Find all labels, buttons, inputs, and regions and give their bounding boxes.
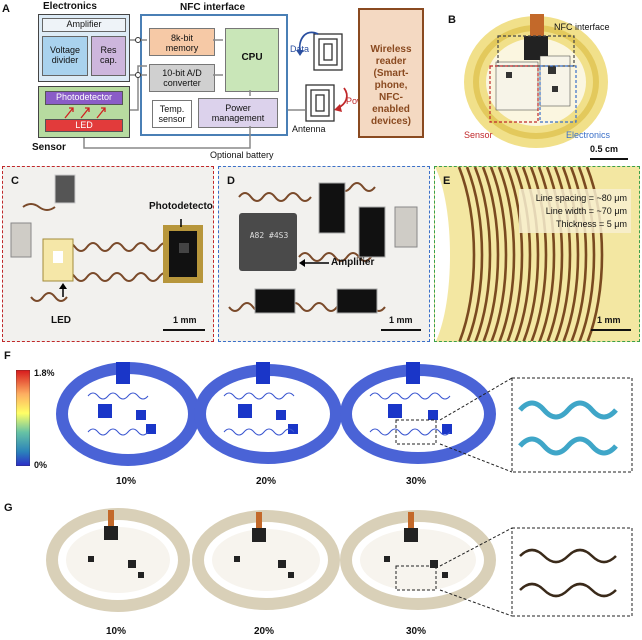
memory-block: 8k-bit memory — [149, 28, 215, 56]
panel-a-connectors — [83, 31, 348, 149]
data-label: Data — [290, 44, 310, 54]
sensor-label: Sensor — [32, 142, 66, 153]
amplifier-micrograph — [228, 182, 418, 314]
amplifier-block: Amplifier — [42, 18, 126, 32]
temp-sensor-block: Temp. sensor — [152, 100, 192, 128]
antenna-label: Antenna — [292, 124, 326, 134]
scale-bar-label: 1 mm — [597, 315, 621, 325]
panel-f-letter: F — [4, 350, 11, 362]
fem-strain-30: 30% — [406, 476, 427, 487]
fem-strain-10: 10% — [116, 476, 137, 487]
panel-g: G — [0, 498, 642, 640]
sensor-block: Photodetector LED — [38, 86, 130, 138]
strain-colorbar — [16, 370, 30, 466]
fem-20 — [194, 362, 342, 464]
fem-strain-20: 20% — [256, 476, 277, 487]
scale-bar-label: 1 mm — [389, 315, 413, 325]
photo-strain-30: 30% — [406, 626, 427, 637]
scale-bar — [163, 329, 205, 331]
panel-d: D A82 #4S3 Amplifier 1 mm — [218, 166, 430, 342]
electronics-block: Electronics Amplifier Voltage divider Re… — [38, 1, 130, 82]
panel-b: B NFC interface Sensor Electronics 0.5 c… — [440, 0, 642, 160]
panel-c: C Photodetector LED 1 mm — [2, 166, 214, 342]
device-photo — [464, 14, 608, 148]
sensor-micrograph — [10, 174, 203, 302]
power-management-block: Power management — [198, 98, 278, 128]
sensor-callout: Sensor — [464, 130, 493, 140]
fem-30 — [340, 362, 496, 464]
panel-e-letter: E — [443, 175, 451, 187]
thickness-text: Thickness = 5 μm — [556, 219, 627, 229]
electronics-title: Electronics — [43, 1, 97, 12]
voltage-divider-block: Voltage divider — [42, 36, 88, 76]
panel-g-letter: G — [4, 502, 13, 514]
electronics-callout: Electronics — [566, 130, 611, 140]
light-arrows-icon — [64, 107, 106, 119]
cpu-block: CPU — [225, 28, 279, 92]
line-width-text: Line width = ~70 μm — [545, 206, 627, 216]
led-callout: LED — [51, 315, 71, 326]
panel-c-letter: C — [11, 175, 19, 187]
panel-d-letter: D — [227, 175, 235, 187]
scale-bar — [381, 329, 421, 331]
scale-bar-label: 0.5 cm — [590, 144, 619, 154]
res-cap-block: Res cap. — [91, 36, 126, 76]
led-block: LED — [45, 119, 123, 132]
photo-strain-20: 20% — [254, 626, 275, 637]
antenna-coil-icon — [305, 33, 343, 122]
amplifier-callout: Amplifier — [331, 257, 375, 268]
fem-simulations — [56, 362, 633, 473]
panel-a-letter: A — [2, 3, 10, 15]
optional-battery-label: Optional battery — [210, 150, 274, 160]
line-spacing-text: Line spacing = ~80 μm — [535, 193, 627, 203]
wireless-reader-block: Wireless reader (Smart-phone, NFC-enable… — [358, 8, 424, 138]
nfc-interface-label: NFC interface — [554, 22, 610, 32]
photodetector-callout: Photodetector — [149, 201, 214, 212]
panel-f: F 1.8% 0% — [0, 348, 642, 494]
panel-e: E Line spacing = ~80 μm Line width = ~70… — [434, 166, 640, 342]
colorbar-min: 0% — [34, 460, 48, 470]
fem-10 — [56, 362, 200, 466]
scale-bar-label: 1 mm — [173, 315, 197, 325]
scale-bar — [590, 158, 628, 160]
panel-b-letter: B — [448, 14, 456, 26]
chip-marking: A82 #4S3 — [249, 231, 289, 240]
stretched-device-photos — [46, 508, 633, 617]
scale-bar — [591, 329, 631, 331]
photodetector-block: Photodetector — [45, 91, 123, 105]
panel-a: A Electronics Amplifier Voltage divider … — [0, 0, 440, 160]
antenna-traces-micrograph — [435, 167, 631, 341]
adc-block: 10-bit A/D converter — [149, 64, 215, 92]
colorbar-max: 1.8% — [34, 368, 55, 378]
photo-strain-10: 10% — [106, 626, 127, 637]
nfc-title: NFC interface — [180, 2, 246, 13]
